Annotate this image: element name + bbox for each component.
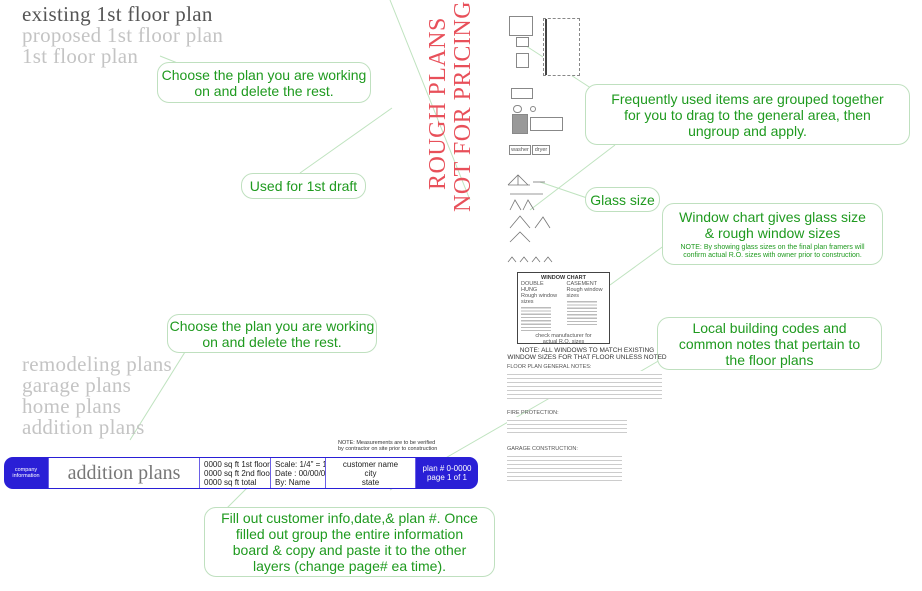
- fire-protection-text: [507, 417, 627, 433]
- customer-name: customer name: [342, 459, 399, 469]
- measurement-note-line2: by contractor on site prior to construct…: [338, 446, 438, 452]
- window-chart-col1-rows: [521, 305, 551, 331]
- callout-frequent-items: Frequently used items are grouped togeth…: [585, 84, 910, 145]
- plan-label-proposed[interactable]: proposed 1st floor plan: [22, 23, 224, 47]
- dryer-symbol[interactable]: dryer: [532, 145, 550, 155]
- window-chart-col1-sub: Rough window sizes: [521, 293, 558, 305]
- plan-number: plan # 0-0000: [422, 464, 472, 473]
- general-notes-text: [507, 371, 662, 399]
- windows-note-line1: NOTE: ALL WINDOWS TO MATCH EXISTING: [519, 347, 655, 354]
- by-text: By: Name: [275, 477, 311, 487]
- window-chart-col1: DOUBLE HUNG: [521, 281, 544, 293]
- door-symbol[interactable]: [509, 16, 533, 36]
- closet-symbol[interactable]: [543, 18, 580, 76]
- company-line2: information: [12, 473, 40, 479]
- customer-state: state: [361, 477, 380, 487]
- garage-construction-text: [507, 453, 622, 481]
- window-chart-col2-sub: Rough window sizes: [566, 287, 603, 299]
- windows-note-line2: WINDOW SIZES FOR THAT FLOOR UNLESS NOTED: [507, 354, 667, 361]
- sqft-total: 0000 sq ft total: [204, 477, 257, 487]
- plan-label-garage[interactable]: garage plans: [22, 373, 132, 397]
- title-block-plan-name[interactable]: addition plans: [48, 458, 199, 488]
- window-chart-callout-note: NOTE: By showing glass sizes on the fina…: [680, 243, 865, 259]
- company-line1: company: [14, 467, 38, 473]
- sqft-1st-floor: 0000 sq ft 1st floor: [204, 459, 270, 469]
- company-information[interactable]: company information: [4, 458, 48, 488]
- title-block[interactable]: company information addition plans 0000 …: [4, 457, 478, 489]
- washer-symbol[interactable]: washer: [509, 145, 531, 155]
- range-symbol[interactable]: [516, 53, 529, 68]
- window-chart-col2: CASEMENT: [566, 281, 598, 287]
- callout-building-codes: Local building codes and common notes th…: [657, 317, 882, 370]
- callout-fill-out: Fill out customer info,date,& plan #. On…: [204, 507, 495, 577]
- plan-label-existing[interactable]: existing 1st floor plan: [22, 2, 213, 26]
- window-door-symbols[interactable]: [505, 170, 585, 265]
- bathtub-symbol[interactable]: [511, 88, 533, 99]
- scale-text: Scale: 1/4" = 1'0": [275, 459, 336, 469]
- rough-plans-stamp: ROUGH PLANS: [425, 17, 451, 190]
- title-block-customer[interactable]: customer name city state: [325, 458, 415, 488]
- plan-label-addition[interactable]: addition plans: [22, 415, 145, 439]
- callout-window-chart: Window chart gives glass size & rough wi…: [662, 203, 883, 265]
- plan-label-1st-floor[interactable]: 1st floor plan: [22, 44, 139, 68]
- window-chart-callout-title: Window chart gives glass size & rough wi…: [679, 208, 866, 241]
- lavatory-symbol[interactable]: [530, 106, 536, 112]
- callout-glass-size: Glass size: [585, 187, 660, 212]
- plan-label-remodeling[interactable]: remodeling plans: [22, 352, 173, 376]
- window-chart-col2-rows: [566, 299, 597, 325]
- title-block-sqft[interactable]: 0000 sq ft 1st floor 0000 sq ft 2nd floo…: [199, 458, 273, 488]
- plan-label-home[interactable]: home plans: [22, 394, 122, 418]
- callout-choose-plan-top: Choose the plan you are working on and d…: [157, 62, 371, 103]
- measurement-note-line1: NOTE: Measurements are to be verified: [338, 440, 436, 446]
- callout-first-draft: Used for 1st draft: [241, 173, 366, 199]
- window-chart-title: WINDOW CHART: [541, 275, 586, 281]
- sqft-2nd-floor: 0000 sq ft 2nd floor: [204, 468, 273, 478]
- windows-note: NOTE: ALL WINDOWS TO MATCH EXISTING WIND…: [502, 347, 672, 361]
- general-notes-title: FLOOR PLAN GENERAL NOTES:: [507, 364, 592, 370]
- sink-symbol[interactable]: [516, 37, 529, 47]
- page-number: page 1 of 1: [426, 473, 468, 482]
- measurement-note: NOTE: Measurements are to be verified by…: [338, 440, 437, 452]
- garage-construction-title: GARAGE CONSTRUCTION:: [507, 446, 578, 452]
- not-for-pricing-stamp: NOT FOR PRICING: [450, 0, 476, 212]
- title-block-plan-number[interactable]: plan # 0-0000 page 1 of 1: [415, 458, 478, 488]
- symbols-palette[interactable]: washer dryer: [505, 10, 585, 263]
- whirlpool-symbol[interactable]: [530, 117, 563, 131]
- title-block-scale-date[interactable]: Scale: 1/4" = 1'0" Date : 00/00/00 By: N…: [270, 458, 336, 488]
- window-chart-footer: check manufacturer for actual R.O. sizes: [535, 333, 592, 345]
- toilet-symbol[interactable]: [513, 105, 522, 113]
- fire-protection-title: FIRE PROTECTION:: [507, 410, 559, 416]
- shower-symbol[interactable]: [512, 114, 528, 134]
- customer-city: city: [364, 468, 377, 478]
- date-text: Date : 00/00/00: [275, 468, 330, 478]
- callout-choose-plan-bottom: Choose the plan you are working on and d…: [167, 314, 377, 353]
